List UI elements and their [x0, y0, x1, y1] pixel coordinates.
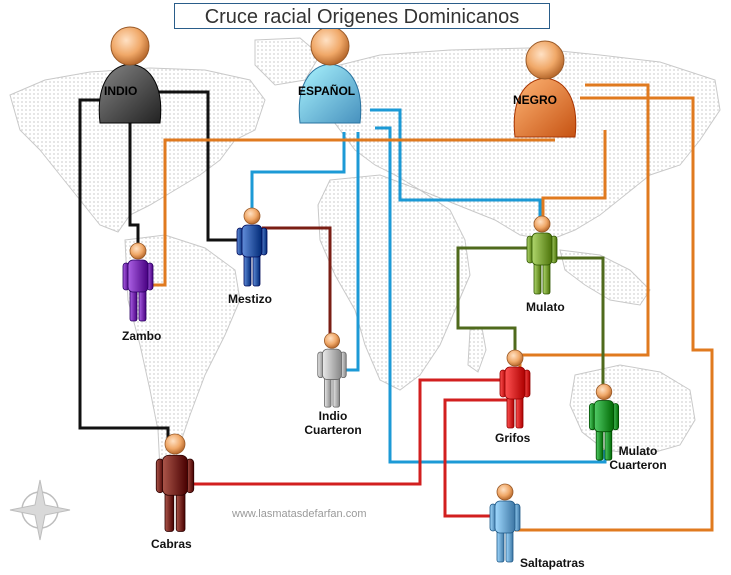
- label-zambo: Zambo: [122, 329, 162, 343]
- person-icon: [323, 332, 340, 349]
- line-indio-cabras: [78, 98, 170, 440]
- line-negro-mulato: [541, 130, 607, 218]
- diagram-title: Cruce racial Origenes Dominicanos: [174, 3, 550, 29]
- line-negro-saltapatras: [515, 96, 714, 532]
- line-indio-mestizo: [150, 90, 240, 242]
- person-icon: [164, 433, 186, 455]
- map-madagascar: [467, 327, 487, 373]
- compass-rose-icon: [9, 479, 71, 541]
- person-icon: [110, 26, 150, 66]
- watermark-text: www.lasmatasdefarfan.com: [232, 508, 367, 520]
- label-grifos: Grifos: [495, 431, 531, 445]
- line-negro-zambo: [152, 138, 555, 287]
- map-australia: [569, 364, 696, 456]
- parent-figure-espanol: [298, 26, 362, 124]
- person-icon: [525, 40, 565, 80]
- line-espanol-indio-cuarteron: [345, 132, 360, 372]
- child-figure-zambo: [122, 242, 154, 322]
- line-indio-zambo: [128, 120, 140, 243]
- parent-label-espanol: ESPAÑOL: [298, 84, 356, 98]
- person-icon: [506, 349, 524, 367]
- person-icon: [595, 383, 613, 401]
- map-eurasia: [319, 47, 721, 241]
- parent-label-indio: INDIO: [104, 84, 138, 98]
- person-icon: [310, 26, 350, 66]
- line-mulato-mulato-cuarteron: [555, 256, 605, 388]
- map-greenland: [254, 37, 321, 86]
- label-mestizo: Mestizo: [228, 292, 273, 306]
- line-espanol-mestizo: [250, 132, 346, 210]
- label-cabras: Cabras: [151, 537, 192, 551]
- person-icon: [496, 483, 514, 501]
- child-figure-cabras: [155, 433, 195, 532]
- parent-figure-negro: [513, 40, 577, 138]
- child-figure-mulato: [526, 215, 558, 295]
- map-southeast-asia: [559, 249, 651, 306]
- label-mulato-cuarteron-line1: Mulato: [618, 444, 658, 458]
- label-indio-cuarteron-line1: Indio: [318, 409, 348, 423]
- label-indio-cuarteron-line2: Cuarteron: [304, 423, 362, 437]
- parent-figure-indio: [98, 26, 162, 124]
- label-mulato-cuarteron: Mulato Cuarteron: [603, 444, 673, 472]
- people-layer: [98, 26, 620, 563]
- world-map: [9, 37, 721, 481]
- map-north-america: [9, 67, 266, 233]
- person-icon: [533, 215, 551, 233]
- child-figure-saltapatras: [489, 483, 521, 563]
- label-indio-cuarteron: Indio Cuarteron: [300, 409, 366, 437]
- label-saltapatras: Saltapatras: [520, 556, 585, 570]
- child-figure-mulato_cuarteron: [588, 383, 620, 461]
- person-icon: [129, 242, 147, 260]
- person-icon: [243, 207, 261, 225]
- line-grifos-saltapatras: [443, 398, 508, 518]
- label-mulato: Mulato: [526, 300, 565, 314]
- child-figure-indio_cuarteron: [317, 332, 347, 408]
- line-espanol-mulato: [370, 108, 542, 220]
- line-mulato-grifos: [456, 246, 530, 352]
- line-grifos-cabras: [192, 378, 505, 486]
- parent-label-negro: NEGRO: [513, 93, 558, 107]
- line-mestizo-indio-cuarteron: [262, 226, 332, 338]
- map-south-america: [124, 234, 241, 481]
- child-figure-mestizo: [236, 207, 268, 287]
- child-figure-grifos: [499, 349, 531, 429]
- label-mulato-cuarteron-line2: Cuarteron: [609, 458, 667, 472]
